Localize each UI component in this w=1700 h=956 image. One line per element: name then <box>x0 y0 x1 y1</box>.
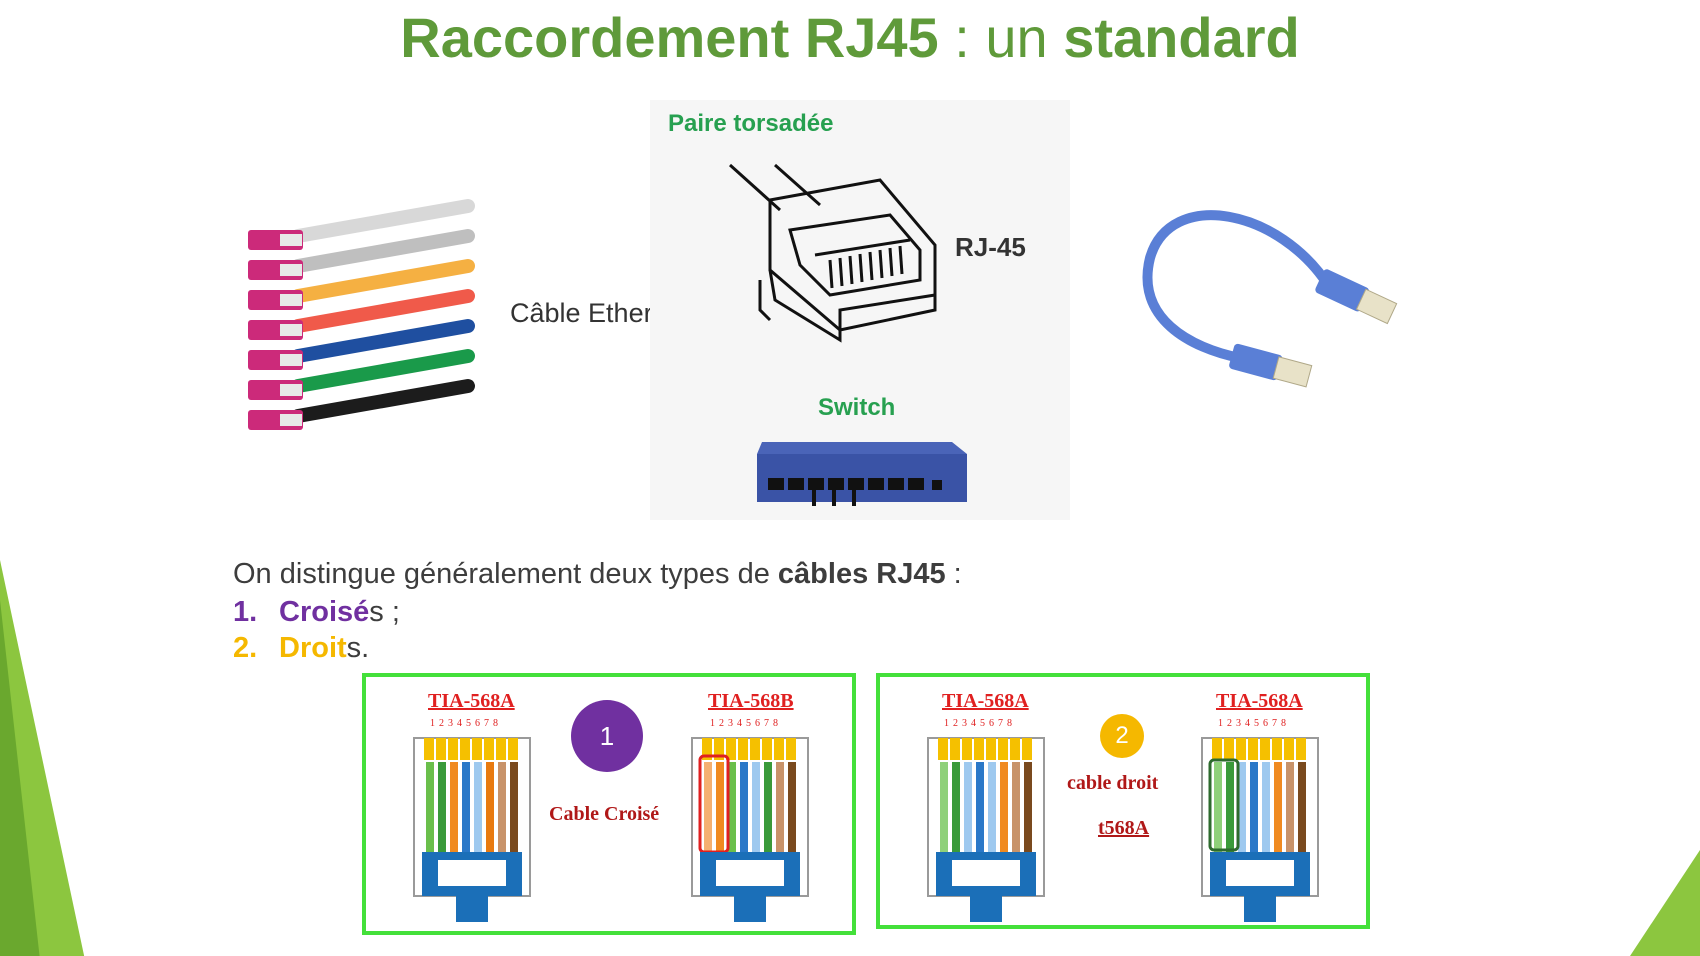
cross-left-connector <box>413 737 531 922</box>
rj45-connector-drawing <box>728 163 937 343</box>
list-item-croises: 1. Croisés ; <box>233 596 400 629</box>
title-separator: : un <box>938 6 1064 69</box>
list-rest-2: s. <box>346 632 370 664</box>
badge-crossover: 1 <box>571 700 643 772</box>
intro-text: On distingue généralement deux types de … <box>233 558 962 591</box>
list-number-1: 1. <box>233 596 258 628</box>
corner-decoration-right <box>1630 850 1700 956</box>
switch-label: Switch <box>818 394 896 421</box>
twisted-pair-label: Paire torsadée <box>668 110 834 137</box>
badge-straight: 2 <box>1100 714 1144 758</box>
corner-decoration-left <box>0 560 85 956</box>
title-part1: Raccordement RJ45 <box>400 6 939 69</box>
title-part2: standard <box>1063 6 1300 69</box>
straight-right-pins: 12345678 <box>1218 718 1290 729</box>
slide-title: Raccordement RJ45 : un standard <box>0 6 1700 70</box>
list-number-2: 2. <box>233 632 258 664</box>
intro-post: : <box>945 558 962 590</box>
cross-right-standard: TIA-568B <box>708 690 794 712</box>
intro-bold: câbles RJ45 <box>777 558 946 590</box>
ethernet-cables-image <box>248 199 475 430</box>
rj45-label: RJ-45 <box>955 232 1026 262</box>
cross-right-pins: 12345678 <box>710 718 782 729</box>
straight-left-pins: 12345678 <box>944 718 1016 729</box>
cross-left-pins: 12345678 <box>430 718 502 729</box>
straight-caption-line1: cable droit <box>1067 772 1159 794</box>
straight-left-connector <box>927 737 1045 922</box>
cross-right-connector <box>691 737 809 922</box>
blue-patch-cable-image <box>1142 210 1398 388</box>
list-rest-1: s ; <box>369 596 400 628</box>
straight-right-connector <box>1201 737 1319 922</box>
network-switch-image <box>757 442 967 506</box>
list-highlight-droits: Droit <box>279 632 347 664</box>
crossover-caption: Cable Croisé <box>549 803 660 825</box>
list-item-droits: 2. Droits. <box>233 632 369 665</box>
cross-left-standard: TIA-568A <box>428 690 515 712</box>
list-highlight-croises: Croisé <box>279 596 370 628</box>
straight-left-standard: TIA-568A <box>942 690 1029 712</box>
straight-right-standard: TIA-568A <box>1216 690 1303 712</box>
intro-pre: On distingue généralement deux types de <box>233 558 778 590</box>
straight-caption-line2: t568A <box>1098 817 1150 839</box>
